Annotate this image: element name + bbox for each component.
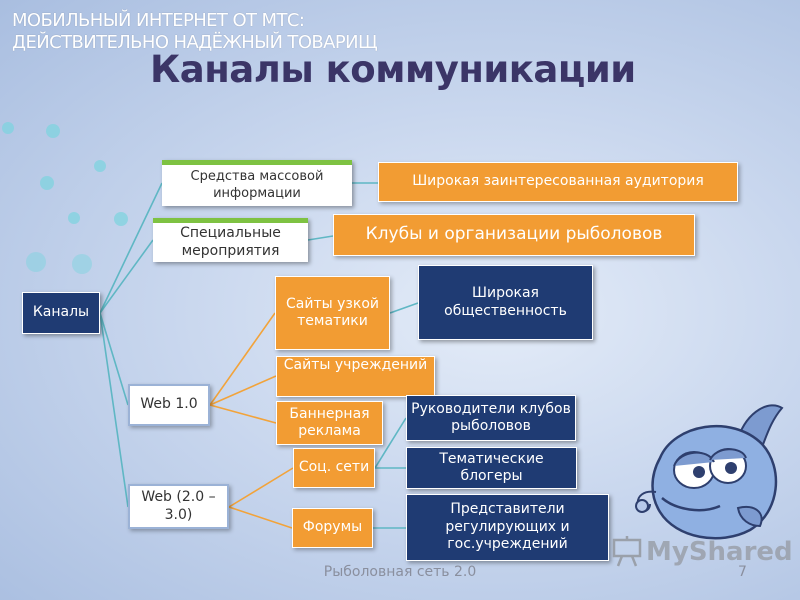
node-channels-label: Каналы <box>32 304 90 321</box>
node-club-leaders: Руководители клубов рыболовов <box>406 395 576 441</box>
footer-text: Рыболовная сеть 2.0 <box>323 564 477 580</box>
node-wide-public: Широкая общественность <box>418 265 593 340</box>
decor-bubble <box>2 122 14 134</box>
header-tagline-line2: ДЕЙСТВИТЕЛЬНО НАДЁЖНЫЙ ТОВАРИЩ <box>12 32 378 53</box>
node-web20: Web (2.0 – 3.0) <box>128 484 229 529</box>
connector-web20-forums <box>228 506 293 529</box>
orange-connectors <box>209 312 294 529</box>
node-forums: Форумы <box>292 508 373 548</box>
node-thematic-bloggers: Тематические блогеры <box>406 447 577 489</box>
node-mass-media-label: Средства массовой информации <box>190 169 324 201</box>
fish-mascot-illustration <box>635 404 784 540</box>
fish-mouth <box>661 497 721 512</box>
node-social-networks: Соц. сети <box>293 448 375 488</box>
header-tagline-line1: МОБИЛЬНЫЙ ИНТЕРНЕТ ОТ МТС: <box>12 10 305 31</box>
page-number: 7 <box>738 564 747 580</box>
node-wide-audience-label: Широкая заинтересованная аудитория <box>412 173 704 190</box>
fish-side-fin <box>736 506 763 528</box>
node-niche-sites: Сайты узкой тематики <box>275 276 390 350</box>
node-fishing-clubs-label: Клубы и организации рыболовов <box>365 224 663 245</box>
node-regulators: Представители регулирующих и гос.учрежде… <box>406 494 609 561</box>
node-banner-ads-label: Баннерная реклама <box>289 405 370 440</box>
decor-bubble <box>94 160 106 172</box>
connector-web20-social <box>228 467 294 508</box>
slide-title: Каналы коммуникации <box>150 48 636 91</box>
node-wide-public-label: Широкая общественность <box>444 285 567 319</box>
node-institution-sites: Сайты учреждений <box>276 356 435 397</box>
connector-niche-public <box>389 302 419 314</box>
fish-pupil-left <box>693 466 705 478</box>
node-regulators-label: Представители регулирующих и гос.учрежде… <box>445 501 570 553</box>
node-special-events: Специальные мероприятия <box>153 218 308 262</box>
node-web20-label: Web (2.0 – 3.0) <box>141 489 216 523</box>
decor-bubble <box>40 176 54 190</box>
presentation-board-icon <box>612 536 642 567</box>
node-club-leaders-label: Руководители клубов рыболовов <box>411 400 571 435</box>
fish-whisker-tip <box>635 499 649 513</box>
myshared-logo: MyShared <box>612 536 793 568</box>
decor-bubble <box>26 252 46 272</box>
connector-web10-niche <box>209 312 276 406</box>
node-mass-media: Средства массовой информации <box>162 160 352 206</box>
node-thematic-bloggers-label: Тематические блогеры <box>439 450 544 485</box>
node-special-events-label: Специальные мероприятия <box>180 225 281 259</box>
node-channels: Каналы <box>22 292 100 334</box>
node-wide-audience: Широкая заинтересованная аудитория <box>378 162 738 202</box>
decor-bubble <box>68 212 80 224</box>
node-web10-label: Web 1.0 <box>140 396 198 413</box>
teal-connectors <box>99 182 419 529</box>
decor-bubble <box>114 212 128 226</box>
decor-bubble <box>46 124 60 138</box>
logo-text: MyShared <box>646 537 793 567</box>
fish-eyelid-right <box>709 448 747 461</box>
node-niche-sites-label: Сайты узкой тематики <box>286 295 379 330</box>
node-social-networks-label: Соц. сети <box>298 459 370 476</box>
node-banner-ads: Баннерная реклама <box>276 401 383 445</box>
connector-web10-institutions <box>209 375 277 406</box>
connector-social-leaders <box>374 417 407 469</box>
node-web10: Web 1.0 <box>128 384 210 426</box>
node-forums-label: Форумы <box>302 519 363 536</box>
node-fishing-clubs: Клубы и организации рыболовов <box>333 214 695 256</box>
decor-bubble <box>72 254 92 274</box>
connector-root-mass-media <box>99 182 163 314</box>
connector-events-clubs <box>307 235 334 241</box>
connector-root-web10 <box>99 312 129 406</box>
node-institution-sites-label: Сайты учреждений <box>283 357 428 373</box>
connector-root-web20 <box>99 312 129 508</box>
connector-web10-banner <box>209 404 277 424</box>
connector-root-events <box>99 239 154 314</box>
fish-pupil-right <box>725 462 737 474</box>
